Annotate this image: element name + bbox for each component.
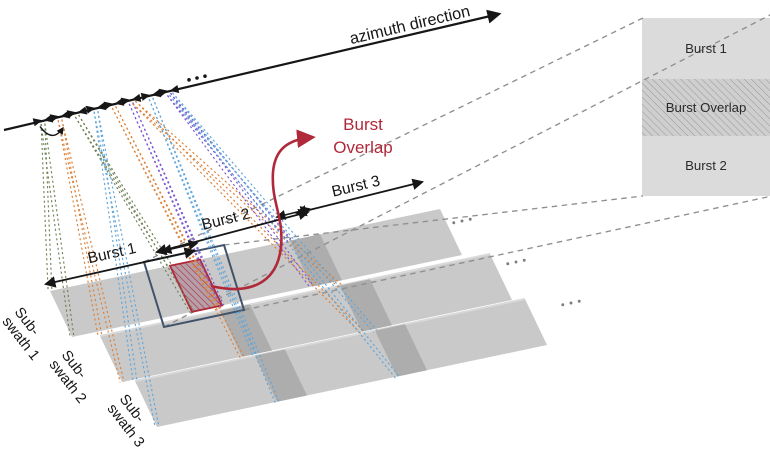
satellite-antenna-icon [158,88,169,97]
beam-ray-blue [169,94,374,333]
subswath-row-1 [50,209,462,337]
burst3-extent-arrow [294,178,425,217]
satellite-antenna-icon [120,97,131,106]
beam-ray-green [78,114,173,266]
satellite-antenna-icon [103,101,114,110]
ellipsis-dots [187,78,191,82]
ellipsis-dots [514,260,518,264]
ellipsis-dots [522,258,526,262]
ellipsis-dots [468,217,472,221]
row-seam [134,298,526,382]
ellipsis-dots [577,299,581,303]
beam-ray-blue [97,110,160,427]
beam-ray-green [40,124,71,338]
burst-overlap-band [255,349,307,402]
beam-ray-purple [132,102,225,306]
satellite-antenna-icon [66,110,77,119]
burst1-label: Burst 1 [86,240,138,267]
satellite-antenna-icon [77,106,88,115]
burst-overlap-band [220,304,272,357]
burst-overlap-callout-line2: Overlap [333,138,393,157]
beam-ray-purple [167,95,311,289]
subswath-row-3 [135,299,547,427]
beam-ray-purple [128,103,221,308]
ellipsis-dots [460,219,464,223]
row-seam [99,253,491,337]
zoom-inset-panel [642,18,770,196]
inset-burst-overlap-label: Burst Overlap [666,100,747,115]
overlap-callout-arrow [210,129,316,291]
satellite-antenna-icon [32,118,43,127]
beam-ray-blue [97,111,138,381]
zoom-connector-line [163,14,770,328]
satellite-antenna-icon [85,105,96,114]
beam-ray-orange [57,120,99,337]
ellipsis-dots [561,303,565,307]
burst-extent-arrows [43,178,425,288]
beam-ray-blue [172,92,377,331]
flight-track-line [3,9,502,132]
subswath-row-2 [100,254,512,382]
inset-burst1-label: Burst 1 [685,41,727,56]
satellite-antenna-icon [49,114,60,123]
flight-track-group [3,9,581,307]
antenna-steering-arrow-icon [39,126,64,137]
beam-ray-orange [132,103,362,334]
satellite-antenna-icon [151,89,162,98]
beam-ray-green [44,123,75,337]
inset-burst2-label: Burst 2 [685,158,727,173]
beam-ray-blue [93,111,134,382]
beam-ray-blue [148,99,254,357]
ellipsis-dots [195,76,199,80]
ellipsis-dots [452,221,456,225]
burst1-extent-arrow [43,247,197,288]
burst-overlap-callout-line1: Burst [343,115,383,134]
subswath1-label: Sub- swath 1 [0,305,54,364]
burst-overlap-band [375,324,427,377]
zoom-connector-line [243,195,770,311]
ellipsis-dots [506,262,510,266]
satellite-antenna-icon [96,102,107,111]
overlap-double-arrow [161,239,199,255]
beam-ray-blue [93,111,156,428]
subswath2-label: Sub- swath 2 [46,348,102,407]
satellite-antenna-icon [131,93,142,102]
beam-ray-blue [152,97,258,356]
burst-overlap-band [340,279,392,332]
beam-ray-orange [134,100,364,332]
beam-ray-orange [61,119,103,336]
satellite-antenna-icon [169,85,180,93]
satellite-antenna-icon [140,92,151,101]
ellipsis-dots [203,74,207,78]
inset-overlap-hatch [642,79,770,136]
burst3-label: Burst 3 [330,173,382,201]
overlap-double-arrow [275,206,311,220]
ellipsis-dots [569,301,573,305]
beam-ray-green [74,116,169,268]
